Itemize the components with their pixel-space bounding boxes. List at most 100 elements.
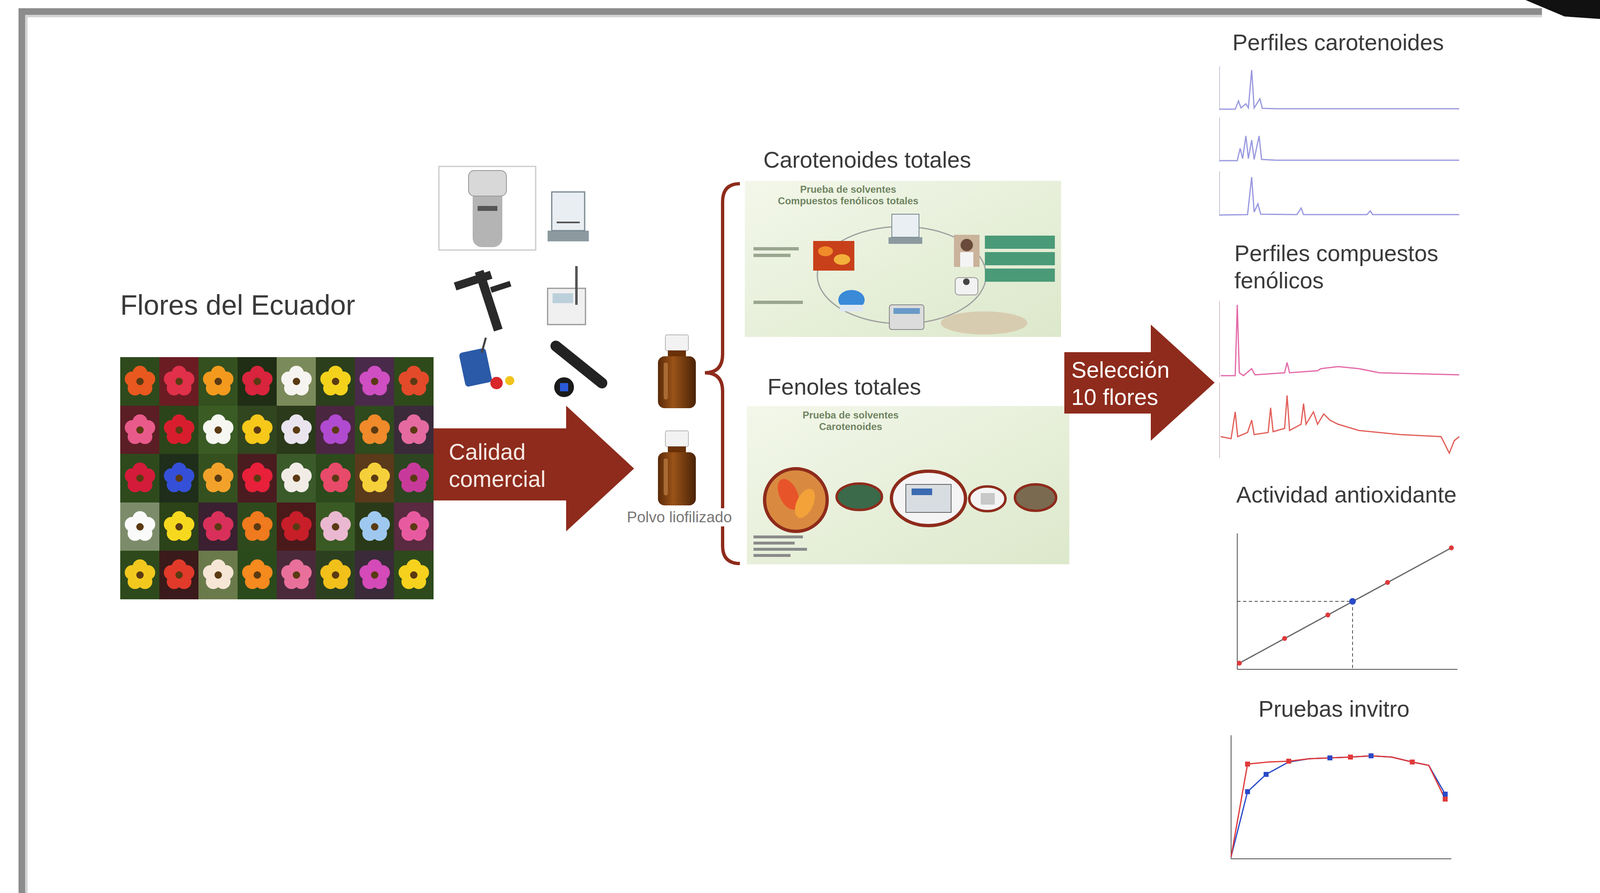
- photo-tile: [394, 453, 434, 503]
- axis: [1219, 66, 1220, 111]
- flower: [359, 462, 390, 493]
- photo-tile: [120, 356, 160, 406]
- curly-bracket: [704, 183, 740, 564]
- node-heading: Polvo liofilizado: [625, 508, 734, 527]
- block-arrow: Calidad comercial: [433, 405, 635, 532]
- flower: [202, 365, 234, 396]
- axis: [1219, 382, 1220, 458]
- photo-tile: [237, 453, 278, 503]
- meter-probe: [481, 337, 486, 353]
- data-point: [1368, 753, 1374, 759]
- flower: [124, 510, 156, 541]
- photo-tile: [198, 405, 238, 455]
- photo-tile: [354, 550, 395, 600]
- corner-mark: [1525, 0, 1600, 19]
- flower: [163, 414, 195, 444]
- photo-tile: [120, 453, 160, 503]
- plant-photo: [764, 468, 828, 532]
- ultrasound: [889, 304, 924, 330]
- refractometer-label: [559, 382, 569, 392]
- equipment-oval: [891, 471, 966, 526]
- photo-tile: [354, 405, 395, 455]
- tiny-text: [753, 253, 791, 257]
- instruments: [438, 166, 602, 397]
- result-photo: [1014, 484, 1057, 511]
- equipment: [905, 484, 952, 513]
- equipment-panel: [911, 488, 933, 495]
- flower-collage: [120, 356, 434, 600]
- sample-photo: [836, 483, 882, 510]
- flower: [202, 414, 234, 444]
- photo-tile: [276, 550, 317, 600]
- solvent-box: [984, 251, 1055, 266]
- flower: [163, 365, 195, 396]
- photo-tile: [315, 453, 356, 503]
- method-panel: Fenoles totales: [745, 373, 1071, 567]
- photo-tile: [159, 453, 199, 503]
- bottle-neck: [667, 350, 686, 357]
- photo-panel: Flores del Ecuador: [115, 284, 445, 606]
- panel-caption: Compuestos fenólicos totales: [741, 195, 956, 208]
- flower: [163, 559, 195, 589]
- data-point: [1409, 759, 1415, 765]
- chromatogram-trace: [1219, 135, 1460, 161]
- chromatogram-trace: [1219, 69, 1460, 110]
- flower: [242, 559, 273, 589]
- flower: [359, 559, 390, 589]
- result-panel: Perfiles compuestos fenólicos: [1231, 239, 1479, 462]
- solvent-box: [984, 268, 1055, 282]
- data-point: [1245, 761, 1251, 767]
- flower-photo-detail: [818, 246, 833, 257]
- photo-tile: [159, 356, 199, 406]
- photo-tile: [394, 550, 434, 600]
- method-panel: Carotenoides totales: [741, 146, 1067, 340]
- photo-tile: [159, 502, 199, 551]
- data-point: [1442, 791, 1448, 797]
- ph-screen: [552, 293, 574, 304]
- flower: [320, 559, 351, 589]
- result-panel: Perfiles carotenoides: [1206, 28, 1470, 223]
- panel-ground: [746, 405, 1070, 565]
- equipment-oval: [969, 486, 1006, 511]
- tiny-text: [753, 535, 803, 539]
- vortex-top: [963, 278, 970, 285]
- photo-tile: [237, 502, 278, 551]
- chromatograms: [1219, 300, 1460, 458]
- result-panel: Pruebas invitro: [1206, 695, 1462, 885]
- photo-tile: [198, 356, 238, 406]
- panel-caption: Prueba de solventes: [741, 183, 956, 196]
- flower: [398, 559, 430, 589]
- photo-tile: [276, 453, 317, 503]
- flower: [163, 510, 195, 541]
- panel-caption: Carotenoides: [743, 420, 958, 433]
- bottle-neck: [667, 446, 686, 453]
- ultrasound-panel: [893, 307, 920, 314]
- axis: [1231, 858, 1452, 859]
- photo-tile: [315, 405, 356, 455]
- axis: [1219, 300, 1220, 378]
- flower: [320, 365, 351, 396]
- photo-tile: [354, 356, 395, 406]
- data-point: [1327, 755, 1333, 761]
- flower: [242, 414, 273, 444]
- photo-tile: [315, 550, 356, 600]
- flower: [163, 462, 195, 493]
- solvent-box: [984, 235, 1055, 249]
- balance-case: [891, 214, 919, 238]
- tiny-text: [753, 300, 803, 304]
- balance-case: [551, 191, 585, 231]
- refractometer-eyepiece: [554, 377, 574, 397]
- photo-tile: [159, 405, 199, 455]
- arrow-fill: [433, 405, 635, 532]
- flower: [320, 414, 351, 444]
- photo-tile: [237, 550, 278, 600]
- flower: [202, 510, 234, 541]
- tiny-text: [753, 553, 791, 557]
- bottle-cap: [665, 430, 689, 447]
- meter-body: [458, 347, 493, 388]
- data-point: [1348, 754, 1353, 760]
- read-line: [1352, 601, 1353, 670]
- method-picture: [746, 405, 1070, 565]
- photo-tile: [198, 502, 238, 551]
- tiny-text: [753, 547, 807, 551]
